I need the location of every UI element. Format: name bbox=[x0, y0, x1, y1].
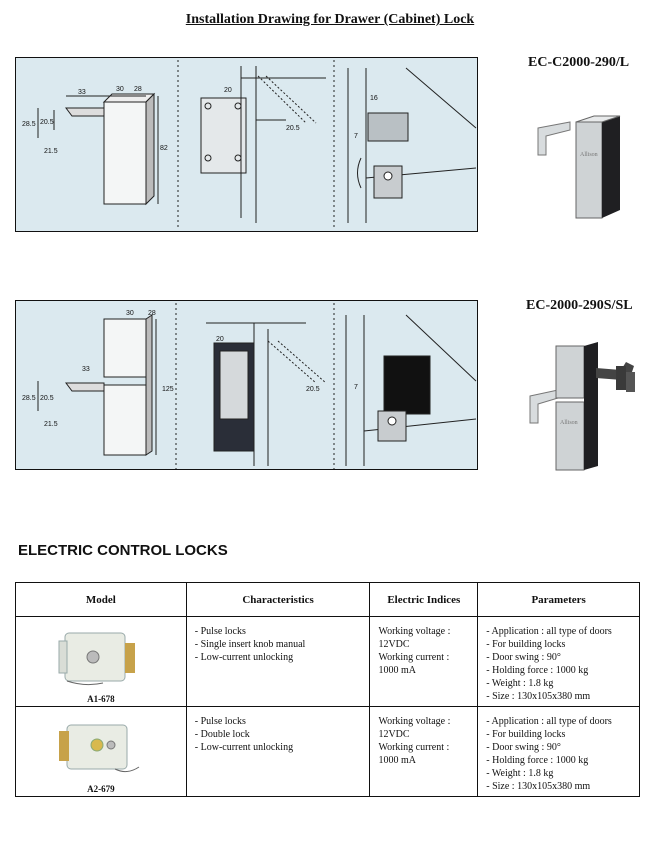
dim-label: 20.5 bbox=[306, 386, 320, 393]
characteristics-cell: Pulse locks Single insert knob manual Lo… bbox=[185, 616, 371, 707]
model-cell: A1-678 bbox=[15, 616, 187, 707]
electric-line: 1000 mA bbox=[378, 665, 416, 676]
product-brand-2: Allison bbox=[560, 420, 578, 426]
electric-cell: Working voltage : 12VDC Working current … bbox=[369, 706, 479, 797]
parameter-item: Holding force : 1000 kg bbox=[486, 754, 639, 767]
product-image-1: Allison bbox=[537, 115, 621, 219]
model-name: A1-678 bbox=[87, 694, 115, 704]
dim-label: 20.5 bbox=[286, 125, 300, 132]
dim-label: 28.5 bbox=[22, 121, 36, 128]
dim-label: 33 bbox=[82, 366, 90, 373]
product-brand-1: Allison bbox=[580, 152, 598, 158]
dim-label: 16 bbox=[370, 95, 378, 102]
characteristic-item: Single insert knob manual bbox=[195, 638, 370, 651]
col-header-parameters: Parameters bbox=[477, 582, 640, 617]
product-image-2: Allison bbox=[529, 342, 635, 471]
dim-label: 28 bbox=[148, 310, 156, 317]
dim-label: 33 bbox=[78, 89, 86, 96]
col-header-characteristics: Characteristics bbox=[185, 582, 371, 617]
drawing-1-svg: 33 30 28 28.5 20.5 21.5 82 20 20.5 16 7 bbox=[22, 60, 477, 230]
characteristic-item: Low-current unlocking bbox=[195, 651, 370, 664]
parameters-cell: Application : all type of doors For buil… bbox=[477, 616, 640, 707]
electric-line: Working current : bbox=[378, 652, 450, 663]
dim-label: 20 bbox=[216, 336, 224, 343]
page-title: Installation Drawing for Drawer (Cabinet… bbox=[185, 12, 475, 27]
dim-label: 21.5 bbox=[44, 421, 58, 428]
lock-image-a1 bbox=[58, 632, 135, 686]
electric-line: 12VDC bbox=[378, 639, 410, 650]
col-header-model: Model bbox=[15, 582, 187, 617]
installation-drawing-2: 30 28 33 28.5 20.5 21.5 125 20 20.5 7 bbox=[15, 300, 478, 470]
dim-label: 21.5 bbox=[44, 148, 58, 155]
parameter-item: Application : all type of doors bbox=[486, 715, 639, 728]
model-label-2: EC-2000-290S/SL bbox=[526, 298, 633, 313]
characteristic-item: Pulse locks bbox=[195, 625, 370, 638]
parameters-cell: Application : all type of doors For buil… bbox=[477, 706, 640, 797]
parameter-item: Holding force : 1000 kg bbox=[486, 664, 639, 677]
electric-line: 1000 mA bbox=[378, 755, 416, 766]
dim-label: 30 bbox=[116, 86, 124, 93]
model-label-1: EC-C2000-290/L bbox=[528, 55, 630, 70]
table-row: A1-678 Pulse locks Single insert knob ma… bbox=[15, 616, 640, 707]
table-row: A2-679 Pulse locks Double lock Low-curre… bbox=[15, 706, 640, 797]
installation-drawing-1: 33 30 28 28.5 20.5 21.5 82 20 20.5 16 7 bbox=[15, 57, 478, 232]
parameter-item: Weight : 1.8 kg bbox=[486, 677, 639, 690]
dim-label: 20.5 bbox=[40, 119, 54, 126]
characteristic-item: Pulse locks bbox=[195, 715, 370, 728]
dim-label: 28 bbox=[134, 86, 142, 93]
parameter-item: Weight : 1.8 kg bbox=[486, 767, 639, 780]
parameter-item: Size : 130x105x380 mm bbox=[486, 690, 639, 703]
table-header-row: Model Characteristics Electric Indices P… bbox=[15, 582, 640, 617]
dim-label: 28.5 bbox=[22, 395, 36, 402]
dim-label: 82 bbox=[160, 145, 168, 152]
dim-label: 125 bbox=[162, 386, 174, 393]
characteristic-item: Low-current unlocking bbox=[195, 741, 370, 754]
electric-line: Working current : bbox=[378, 742, 450, 753]
model-name: A2-679 bbox=[87, 784, 115, 794]
parameter-item: Door swing : 90° bbox=[486, 741, 639, 754]
drawing-2-svg: 30 28 33 28.5 20.5 21.5 125 20 20.5 7 bbox=[22, 303, 477, 469]
dim-label: 20.5 bbox=[40, 395, 54, 402]
parameter-item: Door swing : 90° bbox=[486, 651, 639, 664]
characteristic-item: Double lock bbox=[195, 728, 370, 741]
parameter-item: Application : all type of doors bbox=[486, 625, 639, 638]
lock-image-a2 bbox=[58, 724, 140, 773]
dim-label: 7 bbox=[354, 133, 358, 140]
characteristics-cell: Pulse locks Double lock Low-current unlo… bbox=[185, 706, 371, 797]
model-cell: A2-679 bbox=[15, 706, 187, 797]
dim-label: 30 bbox=[126, 310, 134, 317]
electric-cell: Working voltage : 12VDC Working current … bbox=[369, 616, 479, 707]
spec-table: Model Characteristics Electric Indices P… bbox=[15, 582, 640, 797]
electric-line: Working voltage : bbox=[378, 716, 451, 727]
dim-label: 7 bbox=[354, 384, 358, 391]
parameter-item: For building locks bbox=[486, 728, 639, 741]
col-header-electric: Electric Indices bbox=[369, 582, 479, 617]
electric-line: 12VDC bbox=[378, 729, 410, 740]
parameter-item: For building locks bbox=[486, 638, 639, 651]
dim-label: 20 bbox=[224, 87, 232, 94]
parameter-item: Size : 130x105x380 mm bbox=[486, 780, 639, 793]
electric-line: Working voltage : bbox=[378, 626, 451, 637]
section-heading: ELECTRIC CONTROL LOCKS bbox=[18, 542, 228, 559]
